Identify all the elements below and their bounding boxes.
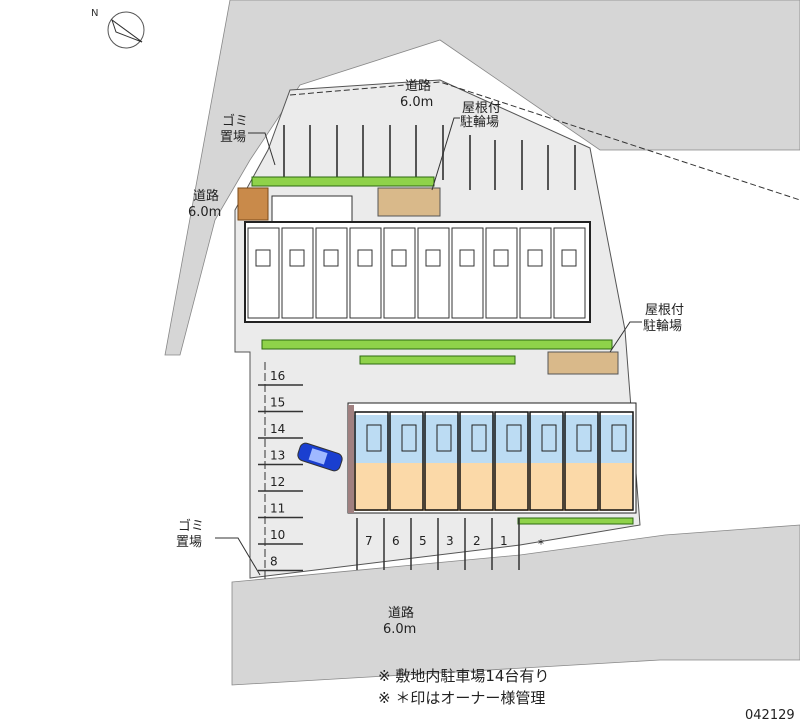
unit-bath [471,424,487,452]
unit-bath [576,424,592,452]
owner-mark: * [538,537,544,551]
unit [424,411,459,511]
road-top-width: 6.0m [400,95,433,110]
road-left-label: 道路 [193,188,219,204]
unit [417,227,450,319]
parking-number: 3 [446,534,454,548]
parking-number: 14 [270,422,285,436]
unit [247,227,280,319]
bike-shelter-right [547,351,619,375]
parking-number: 15 [270,396,285,410]
garbage-area-top [237,187,269,221]
garbage-top-label2: 置場 [220,130,246,145]
parking-left: 16 15 14 13 12 11 10 8 [258,362,303,580]
parking-number: 13 [270,449,285,463]
unit [383,227,416,319]
road-bottom [231,524,800,686]
unit [553,227,586,319]
parking-number: 6 [392,534,400,548]
north-arrow-icon: N [91,8,145,49]
boundary-line [289,81,800,201]
parking-number: 2 [473,534,481,548]
note-parking: ※ 敷地内駐車場14台有り [378,667,549,685]
car-icon [297,442,343,472]
unit-bath [459,249,475,267]
parking-number: 5 [419,534,427,548]
garbage-top-label: ゴミ [222,113,248,129]
unit-bath [527,249,543,267]
parking-number: 12 [270,475,285,489]
garbage-bottom-label2: 置場 [176,535,202,550]
unit [354,411,389,511]
unit-bath [289,249,305,267]
unit [459,411,494,511]
unit [485,227,518,319]
building-south [347,402,637,514]
hedge-small [359,355,516,365]
hedge-bottom [517,517,634,525]
road-top-left [164,0,800,356]
property-code: 042129 [745,708,795,723]
parking-number: 16 [270,369,285,383]
parking-bottom: 7 6 5 3 2 1 [356,518,520,570]
note-owner: ※ ＊印はオーナー様管理 [378,689,545,707]
unit [389,411,424,511]
unit-bath [401,424,417,452]
unit-bath [255,249,271,267]
bike-right-label: 屋根付 [645,303,684,318]
unit [315,227,348,319]
unit-bath [391,249,407,267]
unit-bath [425,249,441,267]
bike-right-label2: 駐輪場 [643,318,682,334]
unit-bath [561,249,577,267]
parking-number: 10 [270,528,285,542]
parking-number: 11 [270,502,285,516]
building-north [244,221,591,323]
svg-text:N: N [91,8,98,19]
road-top-label: 道路 [405,78,431,94]
unit-bath [323,249,339,267]
road-bottom-width: 6.0m [383,622,416,637]
parking-number: 7 [365,534,373,548]
bike-top-label: 屋根付 [462,101,501,116]
unit-bath [436,424,452,452]
road-bottom-label: 道路 [388,605,414,621]
unit [599,411,634,511]
unit [281,227,314,319]
unit [529,411,564,511]
hedge-top [251,176,435,187]
bike-shelter-top [377,187,441,217]
parking-number: 1 [500,534,508,548]
unit-bath [366,424,382,452]
stair-hall [271,195,353,225]
unit [494,411,529,511]
unit [564,411,599,511]
unit [451,227,484,319]
parking-number: 8 [270,555,278,569]
unit-bath [357,249,373,267]
unit [519,227,552,319]
garbage-bottom-label: ゴミ [178,518,204,534]
hedge-middle [261,339,613,350]
unit-bath [493,249,509,267]
unit-bath [541,424,557,452]
unit [349,227,382,319]
bike-top-label2: 駐輪場 [460,114,499,130]
unit-bath [506,424,522,452]
unit-bath [611,424,627,452]
road-left-width: 6.0m [188,205,221,220]
